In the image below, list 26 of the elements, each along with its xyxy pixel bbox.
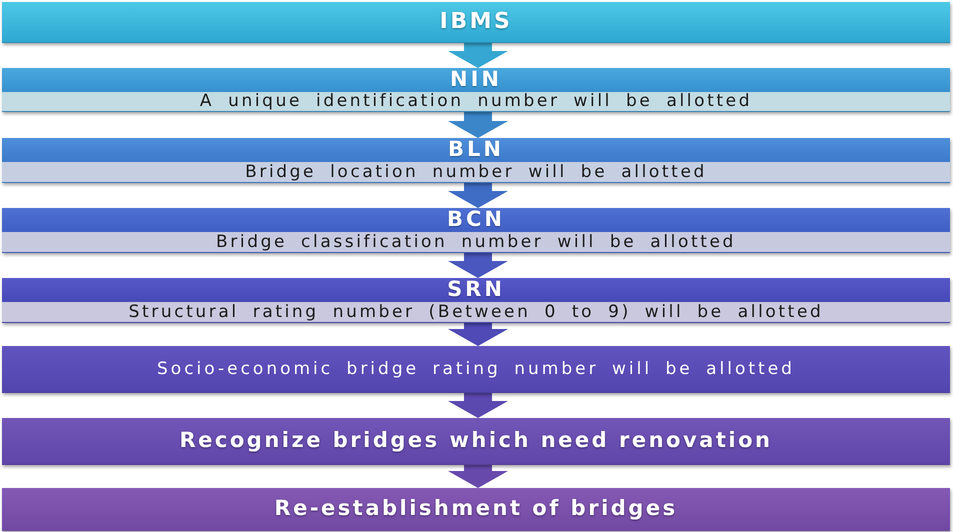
arrow: [448, 465, 508, 488]
arrow: [448, 43, 508, 68]
step-title: IBMS: [2, 2, 950, 42]
step-description: Bridge classification number will be allotted: [215, 232, 737, 252]
process-step: [2, 346, 950, 393]
arrow: [448, 393, 508, 418]
process-step: [2, 488, 950, 531]
step-title: NIN: [2, 68, 950, 92]
process-step: [2, 418, 950, 465]
arrow: [448, 253, 508, 278]
step-description: Structural rating number (Between 0 to 9) will be allotted: [128, 302, 824, 322]
step-title: SRN: [2, 278, 950, 302]
process-step: [2, 278, 950, 323]
step-description: A unique identification number will be allotted: [198, 92, 754, 111]
arrow: [448, 112, 508, 138]
arrow: [448, 323, 508, 346]
step-title: BLN: [2, 138, 950, 162]
process-step: [2, 68, 950, 112]
arrow: [448, 183, 508, 208]
step-title: BCN: [2, 208, 950, 232]
step-title: Re-establishment of bridges: [273, 495, 679, 522]
process-step: [2, 208, 950, 253]
step-description: Bridge location number will be allotted: [244, 162, 708, 182]
step-title: Recognize bridges which need renovation: [178, 427, 774, 454]
process-step: [2, 138, 950, 183]
step-title: Socio-economic bridge rating number will be allotted: [156, 358, 796, 381]
